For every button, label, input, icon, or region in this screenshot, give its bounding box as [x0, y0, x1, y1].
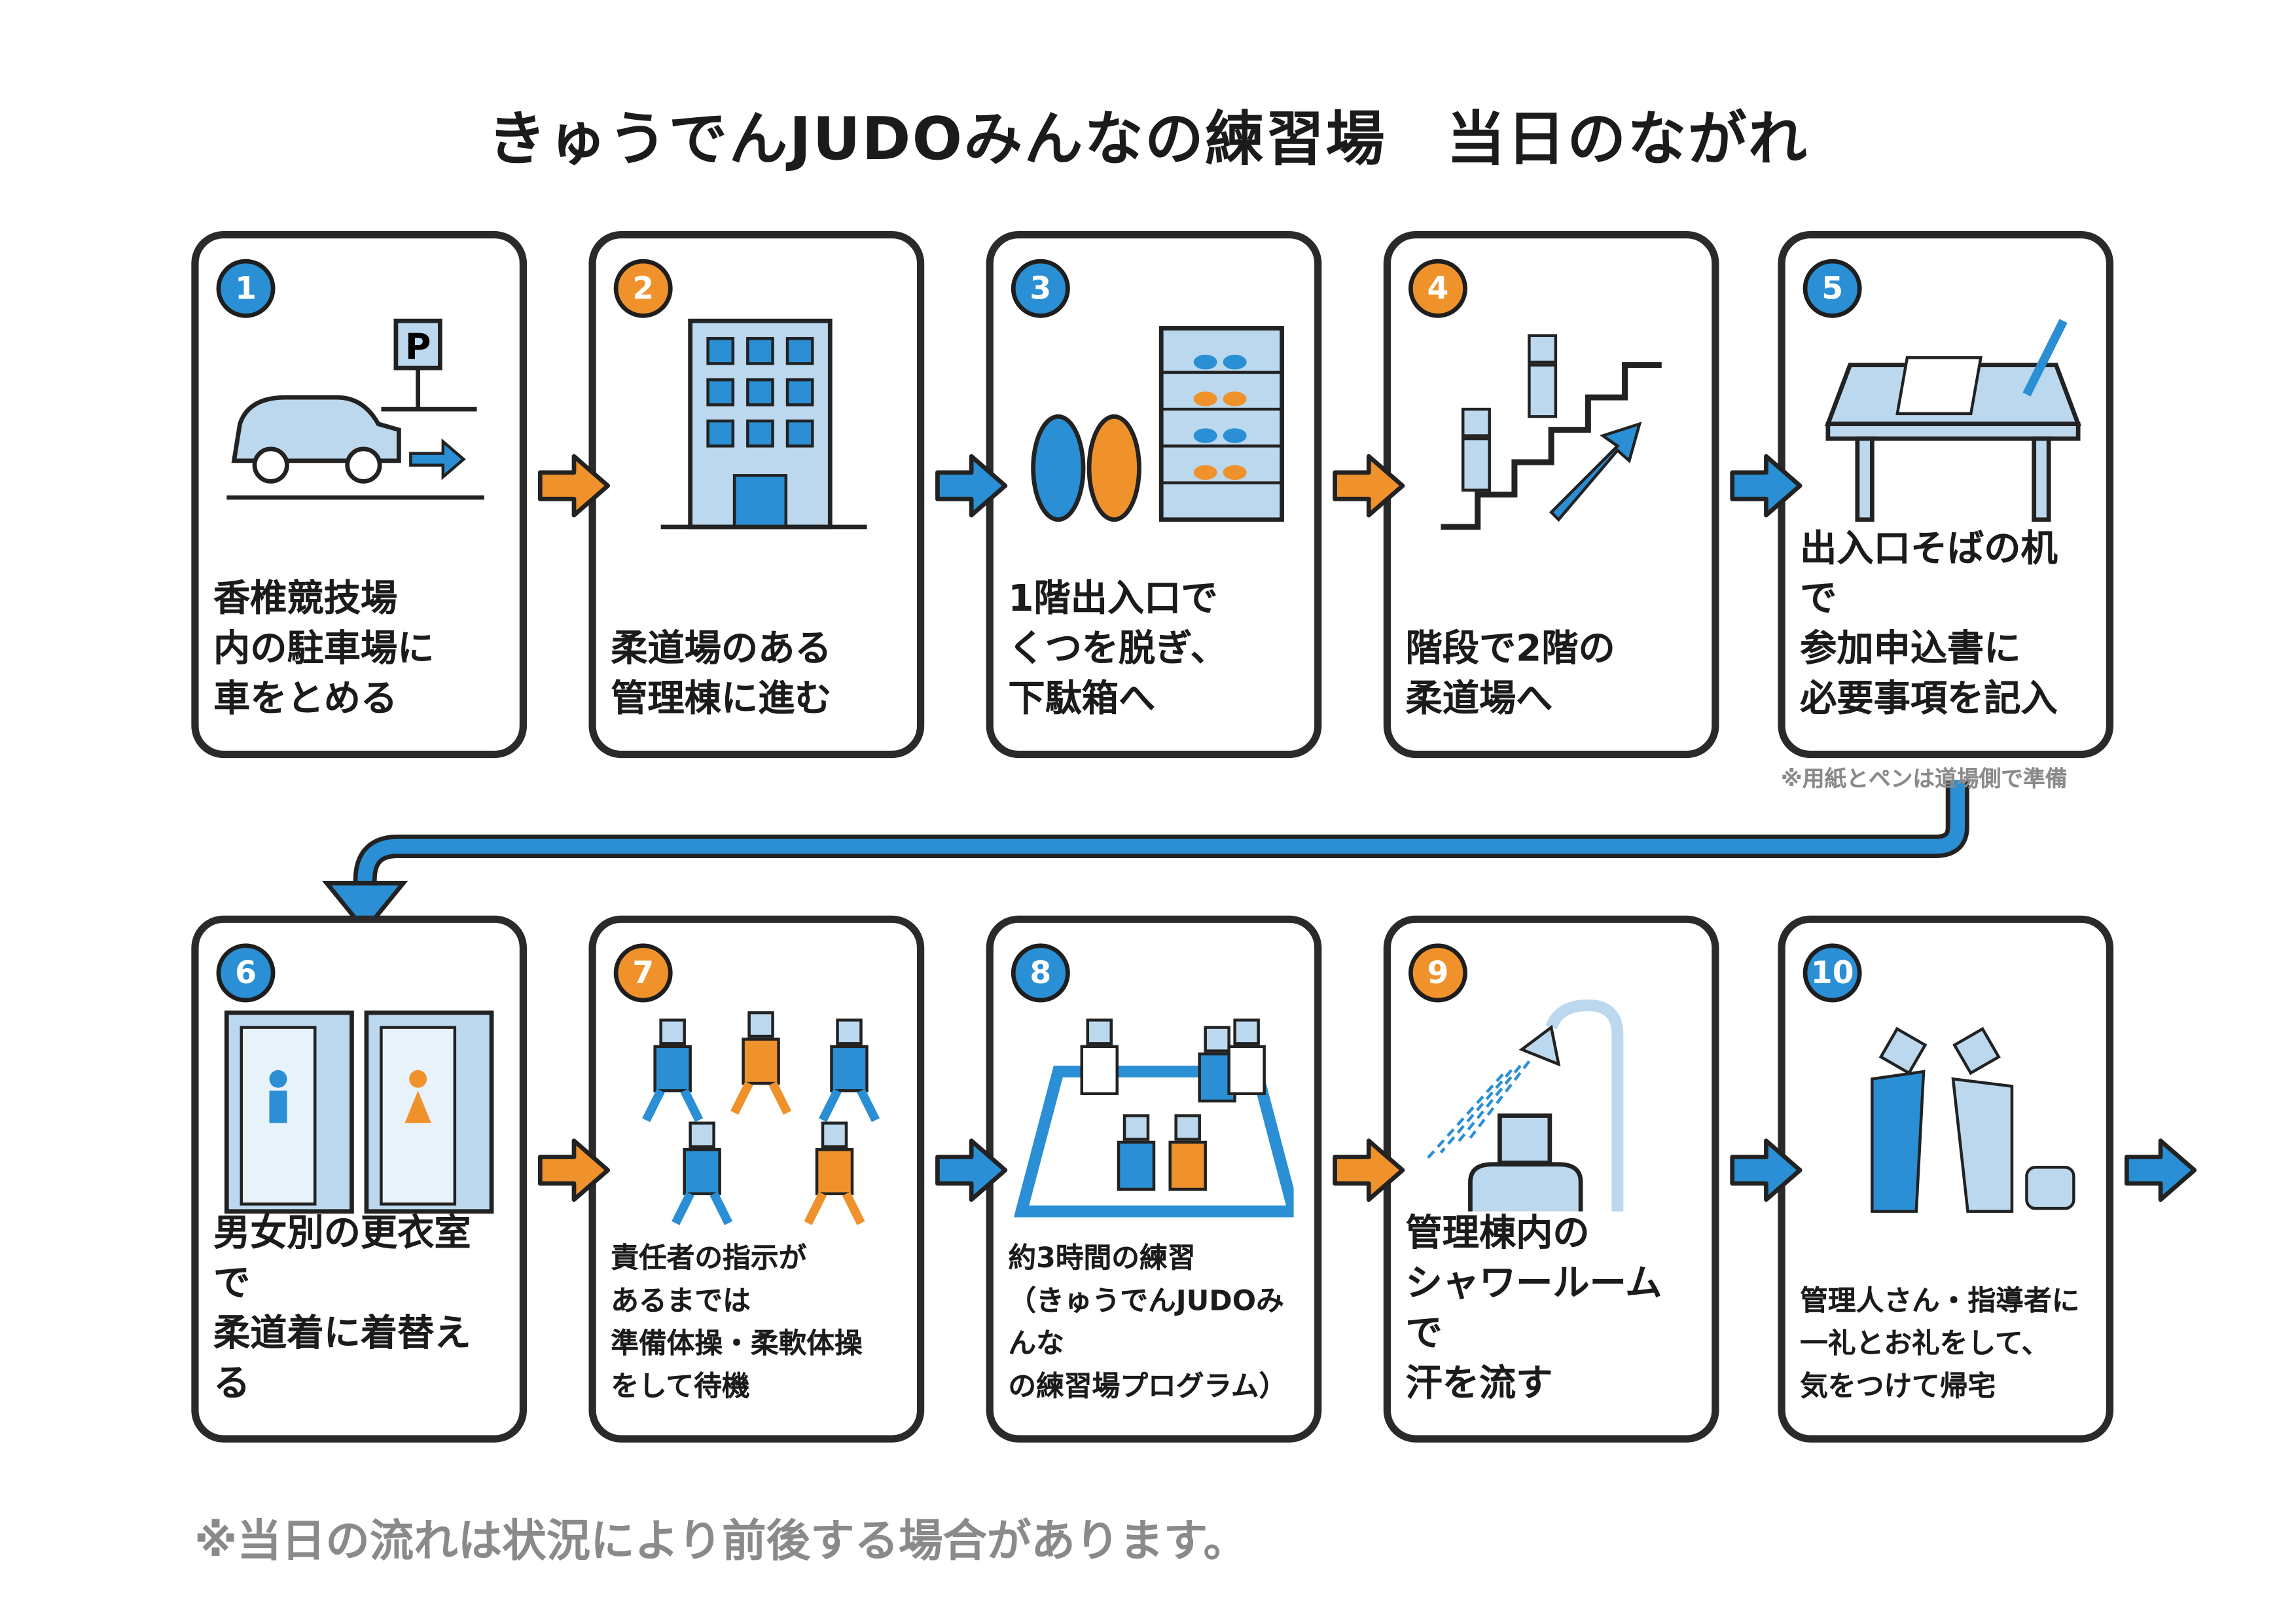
step-card-3: 3 1階出入口で くつを脱ぎ、 下駄箱へ — [986, 231, 1322, 759]
arrow-right-icon — [537, 454, 611, 518]
arrow-right-icon — [1333, 1138, 1405, 1202]
arrow-right-icon — [935, 454, 1008, 518]
step-caption: 約3時間の練習 （きゅうでんJUDOみんな の練習場プログラム） — [1008, 1242, 1287, 1403]
step-number-badge: 5 — [1803, 259, 1862, 318]
stairs-icon — [1441, 334, 1662, 530]
step-caption: 階段で2階の 柔道場へ — [1405, 626, 1615, 720]
step-caption: 出入口そばの机で 参加申込書に 必要事項を記入 — [1800, 527, 2058, 720]
arrow-right-icon — [537, 1138, 611, 1202]
step-card-7: 7 責任者の指示が あるまでは 準備体操・柔軟体操 をして待機 — [588, 915, 925, 1443]
step-caption: 柔道場のある 管理棟に進む — [611, 626, 832, 720]
step-number-badge: 3 — [1011, 259, 1070, 318]
step-number-badge: 9 — [1408, 943, 1467, 1003]
step-number-badge: 6 — [216, 943, 276, 1003]
step-caption: 香椎競技場 内の駐車場に 車をとめる — [213, 577, 435, 720]
step-caption: 男女別の更衣室で 柔道着に着替える — [213, 1211, 471, 1405]
arrow-right-icon — [1333, 454, 1405, 518]
stretching-icon — [642, 1011, 880, 1225]
car-parking-icon: P — [226, 318, 484, 500]
step-number-badge: 2 — [613, 259, 673, 318]
step-number-badge: 1 — [216, 259, 276, 318]
step-caption: 1階出入口で くつを脱ぎ、 下駄箱へ — [1008, 577, 1227, 720]
bow-icon — [1871, 1026, 2075, 1213]
desk-form-icon — [1825, 319, 2082, 522]
svg-text:P: P — [405, 327, 431, 368]
step-number-badge: 8 — [1011, 943, 1070, 1003]
judo-practice-icon — [1014, 1019, 1294, 1218]
step-number-badge: 10 — [1803, 943, 1862, 1003]
arrow-right-icon — [2124, 1138, 2197, 1202]
step-card-2: 2 柔道場のある 管理棟に進む — [588, 231, 925, 759]
step-card-8: 8 約3時間の練習 （きゅうでんJUDOみんな の練習場プログラム） — [986, 915, 1322, 1443]
step-card-5: 5 出入口そばの机で 参加申込書に 必要事項を記入 — [1778, 231, 2114, 759]
arrow-right-icon — [935, 1138, 1008, 1202]
step-number-badge: 7 — [613, 943, 673, 1003]
arrow-right-icon — [1730, 1138, 1803, 1202]
step-caption: 管理人さん・指導者に 一礼とお礼をして、 気をつけて帰宅 — [1800, 1285, 2080, 1403]
row-connector-arrow — [322, 780, 1969, 934]
step-card-9: 9 管理棟内の シャワールームで 汗を流す — [1383, 915, 1719, 1443]
step-number-badge: 4 — [1408, 259, 1467, 318]
step-caption: 管理棟内の シャワールームで 汗を流す — [1405, 1211, 1662, 1405]
building-icon — [660, 318, 867, 530]
page-title: きゅうでんJUDOみんなの練習場 当日のながれ — [487, 105, 1809, 174]
step-card-4: 4 階段で2階の 柔道場へ — [1383, 231, 1719, 759]
footer-note: ※当日の流れは状況により前後する場合があります。 — [194, 1516, 1247, 1568]
locker-room-icon — [224, 1010, 494, 1214]
step-card-10: 10 管理人さん・指導者に 一礼とお礼をして、 気をつけて帰宅 — [1778, 915, 2114, 1443]
step-caption: 責任者の指示が あるまでは 準備体操・柔軟体操 をして待機 — [611, 1242, 863, 1403]
step-card-6: 6 男女別の更衣室で 柔道着に着替える — [191, 915, 528, 1443]
step5-note: ※用紙とペンは道場側で準備 — [1780, 765, 2068, 792]
step-card-1: 1 P 香椎競技場 内の駐車場に 車をとめる — [191, 231, 528, 759]
arrow-right-icon — [1730, 454, 1803, 518]
shoe-rack-icon — [1031, 326, 1284, 522]
shower-icon — [1425, 999, 1624, 1212]
